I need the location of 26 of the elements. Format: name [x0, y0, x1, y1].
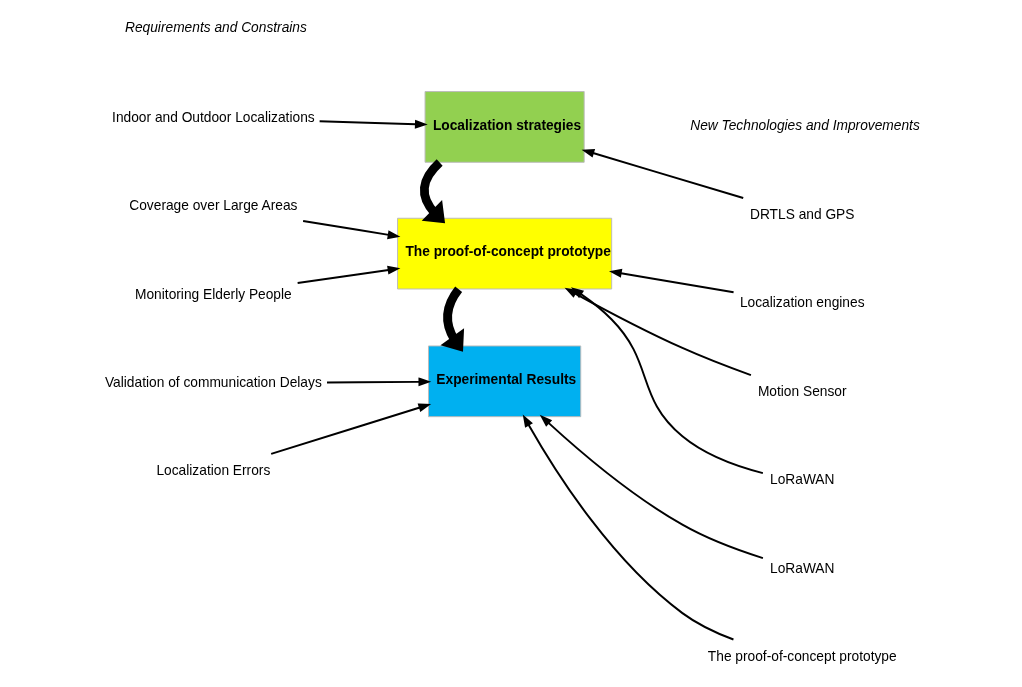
node-text: Localization engines — [739, 295, 865, 311]
node-box: Localization strategies — [424, 91, 585, 163]
arrow — [609, 268, 735, 294]
arrow — [318, 119, 428, 129]
node-text: The proof-of-concept prototype — [707, 648, 897, 664]
arrow — [326, 377, 432, 387]
node-text: LoRaWAN — [770, 472, 835, 488]
arrow — [581, 149, 745, 199]
node-text: Indoor and Outdoor Localizations — [112, 109, 315, 125]
arrow — [296, 265, 401, 284]
label: New Technologies and Improvements — [690, 117, 920, 133]
node-text: Validation of communication Delays — [104, 374, 322, 390]
arrow — [522, 414, 735, 641]
node-text: Coverage over Large Areas — [129, 198, 298, 214]
arrow — [270, 403, 432, 455]
label: Requirements and Constrains — [124, 20, 307, 36]
node-text: Motion Sensor — [757, 383, 847, 399]
arrow — [570, 287, 764, 475]
node-text: DRTLS and GPS — [750, 206, 855, 222]
node-text: Monitoring Elderly People — [135, 286, 292, 302]
arrow — [302, 219, 401, 240]
node-text: LoRaWAN — [770, 560, 835, 576]
node-box: The proof-of-concept prototype — [397, 217, 613, 290]
node-text: Localization Errors — [156, 463, 271, 479]
node-box: Experimental Results — [428, 345, 582, 418]
arrow — [539, 414, 764, 560]
